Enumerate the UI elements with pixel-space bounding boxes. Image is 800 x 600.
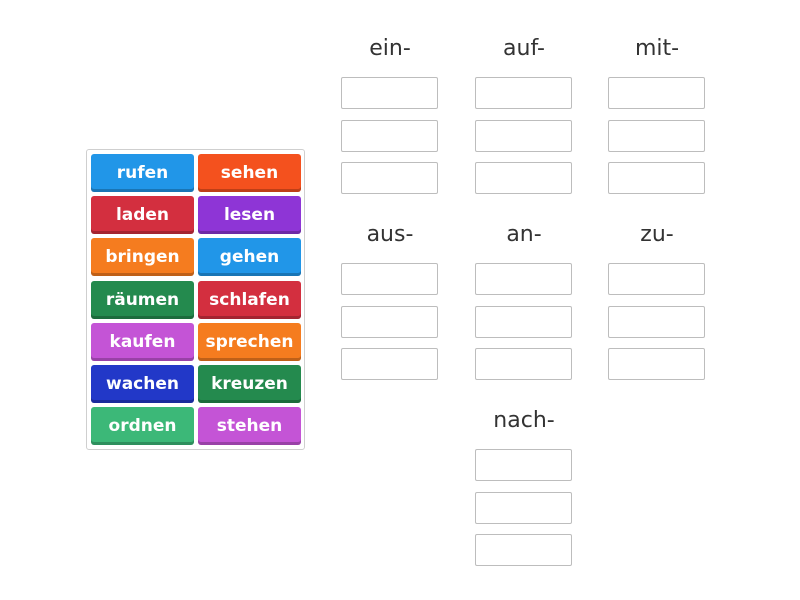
word-tile[interactable]: bringen: [91, 238, 194, 277]
word-tile[interactable]: laden: [91, 196, 194, 235]
word-tile[interactable]: kaufen: [91, 322, 194, 361]
word-tile[interactable]: ordnen: [91, 407, 194, 446]
drop-slot[interactable]: [475, 449, 572, 481]
drop-slot[interactable]: [475, 263, 572, 295]
word-tile[interactable]: kreuzen: [198, 365, 301, 403]
group-title: aus-: [366, 222, 414, 247]
drop-slot[interactable]: [608, 263, 705, 295]
drop-slot[interactable]: [341, 162, 438, 194]
word-tile[interactable]: rufen: [91, 154, 194, 192]
drop-slot[interactable]: [341, 305, 438, 338]
word-tile[interactable]: gehen: [198, 238, 301, 277]
drop-slot[interactable]: [341, 119, 438, 152]
drop-slot[interactable]: [341, 263, 438, 295]
drop-slot[interactable]: [608, 305, 705, 338]
group-title: ein-: [369, 36, 411, 61]
drop-slot[interactable]: [475, 491, 572, 524]
group-title: an-: [506, 222, 542, 247]
group-title: nach-: [493, 408, 555, 433]
drop-slot[interactable]: [608, 119, 705, 152]
drop-slot[interactable]: [475, 348, 572, 380]
drop-slot[interactable]: [475, 534, 572, 566]
word-tile[interactable]: wachen: [91, 365, 194, 403]
drop-slot[interactable]: [341, 77, 438, 109]
drop-slot[interactable]: [341, 348, 438, 380]
drop-slot[interactable]: [608, 162, 705, 194]
group-title: mit-: [634, 36, 680, 61]
drop-slot[interactable]: [475, 162, 572, 194]
drop-slot[interactable]: [475, 119, 572, 152]
drop-slot[interactable]: [475, 77, 572, 109]
word-tile[interactable]: sprechen: [198, 322, 301, 361]
drop-slot[interactable]: [608, 348, 705, 380]
word-tile[interactable]: sehen: [198, 154, 301, 192]
group-title: auf-: [503, 36, 545, 61]
word-tile[interactable]: stehen: [198, 407, 301, 446]
word-tile[interactable]: räumen: [91, 280, 194, 319]
word-tile[interactable]: schlafen: [198, 280, 301, 319]
drop-slot[interactable]: [475, 305, 572, 338]
word-tile[interactable]: lesen: [198, 196, 301, 235]
group-title: zu-: [640, 222, 674, 247]
drop-slot[interactable]: [608, 77, 705, 109]
